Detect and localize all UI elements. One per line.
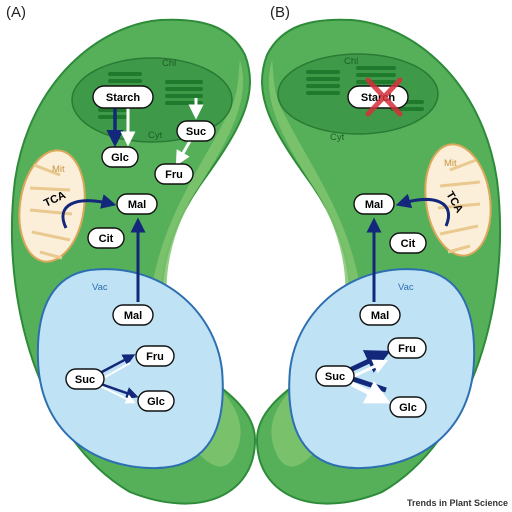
mal-vac-node-a: Mal <box>112 304 154 326</box>
mal-vac-label-b: Mal <box>371 310 389 322</box>
mal-vac-label-a: Mal <box>124 310 142 322</box>
cit-node-b: Cit <box>389 232 427 254</box>
arrow-tca-mal-b <box>395 193 451 227</box>
vac-label-a: Vac <box>92 282 108 293</box>
mito-cristae-a <box>29 163 73 260</box>
glc-vac-label-a: Glc <box>147 396 165 408</box>
glc-label-a: Glc <box>111 152 129 164</box>
fru-node-a: Fru <box>154 163 194 185</box>
suc-label-a: Suc <box>186 126 206 138</box>
fru-vac-label-a: Fru <box>146 351 164 363</box>
chl-label-b: Chl <box>344 56 358 67</box>
suc-vac-label-b: Suc <box>325 371 345 383</box>
panel-label-a: (A) <box>6 4 26 21</box>
arrow-suc-fru-vac-b-white <box>353 359 389 378</box>
suc-vac-node-a: Suc <box>65 368 105 390</box>
glc-node-a: Glc <box>101 146 139 168</box>
guard-cell-a: Chl Cyt Mit Vac TCA Starch Glc <box>10 18 257 505</box>
mit-label-a: Mit <box>52 164 65 175</box>
starch-node-a: Starch <box>92 85 154 109</box>
mit-label-b: Mit <box>444 158 457 169</box>
arrow-tca-mal <box>61 194 117 229</box>
suc-vac-node-b: Suc <box>315 365 355 387</box>
vac-label-b: Vac <box>398 282 414 293</box>
panel-label-b: (B) <box>270 4 290 21</box>
starch-blocked-cross-icon <box>365 77 403 117</box>
suc-vac-label-a: Suc <box>75 374 95 386</box>
vacuole-b <box>288 268 476 470</box>
cit-label-b: Cit <box>401 238 416 250</box>
mal-node-a: Mal <box>116 193 158 215</box>
fru-vac-node-a: Fru <box>135 345 175 367</box>
fru-label-a: Fru <box>165 169 183 181</box>
arrow-suc-fru <box>175 140 192 166</box>
arrow-suc-glc-vac <box>97 381 139 399</box>
mal-vac-node-b: Mal <box>359 304 401 326</box>
glc-vac-node-a: Glc <box>137 390 175 412</box>
cyt-label-b: Cyt <box>330 132 345 143</box>
cit-label-a: Cit <box>99 233 114 245</box>
suc-node-a: Suc <box>176 120 216 142</box>
chl-label-a: Chl <box>162 58 176 69</box>
mito-cristae-b <box>437 158 481 254</box>
cyt-label-a: Cyt <box>148 130 163 141</box>
starch-label-a: Starch <box>106 92 141 104</box>
glc-vac-node-b: Glc <box>389 396 427 418</box>
fru-vac-label-b: Fru <box>398 343 416 355</box>
arrow-suc-fru-vac-b <box>348 350 391 373</box>
guard-cell-b: Chl Cyt Mit Vac TCA Starch Mal <box>255 18 502 505</box>
fru-vac-node-b: Fru <box>387 337 427 359</box>
mal-label-a: Mal <box>128 199 146 211</box>
arrow-suc-glc-vac-b <box>350 380 391 404</box>
cit-node-a: Cit <box>87 227 125 249</box>
journal-credit: Trends in Plant Science <box>407 498 508 508</box>
arrow-suc-fru-vac-white <box>99 362 131 381</box>
glc-vac-label-b: Glc <box>399 402 417 414</box>
vacuole-a <box>36 268 224 470</box>
arrow-suc-fru-vac <box>97 354 136 376</box>
arrow-suc-glc-vac-white <box>99 385 136 404</box>
mal-label-b: Mal <box>365 199 383 211</box>
mal-node-b: Mal <box>353 193 395 215</box>
